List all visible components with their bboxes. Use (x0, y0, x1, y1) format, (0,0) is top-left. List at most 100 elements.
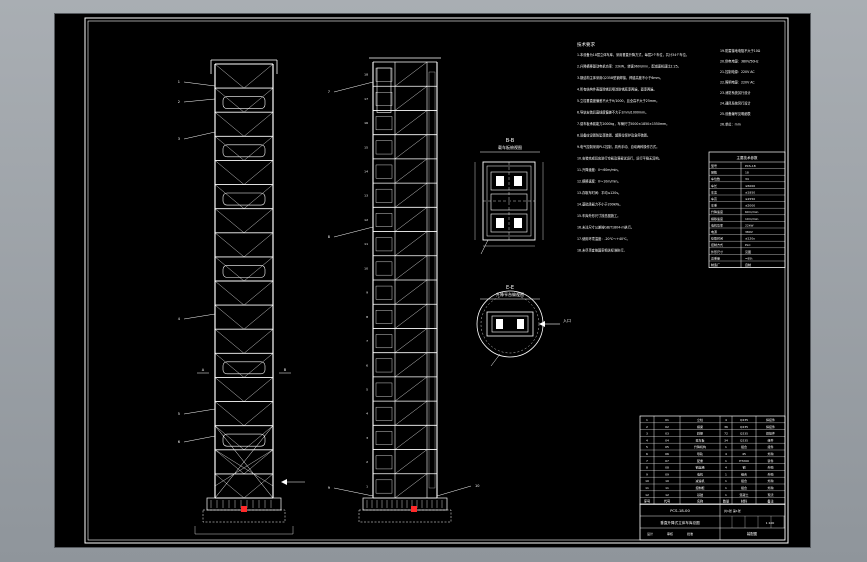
note-line: 13.存取车时间：平均≤120s。 (577, 190, 621, 195)
parking-bay (375, 479, 393, 494)
designer-field: 设计 (647, 531, 653, 536)
parts-cell: Q235 (740, 425, 748, 429)
marker-icon (411, 506, 417, 512)
callout-number: 6 (178, 440, 180, 444)
parts-cell: 铸件 (767, 458, 773, 463)
parts-cell: 2 (646, 425, 648, 429)
note-line: 4.所有结构件表面除锈后喷涂防锈底漆两遍，面漆两遍。 (577, 87, 657, 92)
param-value: 见图 (745, 250, 751, 254)
parts-cell: 1 (725, 479, 727, 483)
callout-number: 8 (328, 235, 330, 239)
parts-cell: 组件 (767, 437, 773, 442)
callout-number: 2 (178, 100, 180, 104)
parts-cell: 斜撑 (697, 431, 703, 436)
note-line: 11.升降速度：0～60m/min。 (577, 167, 621, 172)
callout-number: 7 (328, 90, 330, 94)
parts-cell: 外购 (767, 451, 773, 456)
parts-cell: 72 (724, 432, 728, 436)
parking-bay (375, 285, 393, 300)
param-value: ≤5000 (745, 184, 755, 188)
parking-bay (375, 164, 393, 179)
floor-number: 13 (364, 194, 368, 198)
param-value: 自制 (745, 262, 751, 267)
parts-cell: 4 (646, 438, 648, 442)
parts-header: 数量 (723, 499, 730, 504)
floor-number: 15 (364, 145, 368, 149)
parts-cell: 5 (646, 445, 648, 449)
section-bb-caption: 载车板俯视图 (498, 144, 522, 150)
callout-number: 4 (178, 317, 181, 321)
parts-cell: 12 (645, 493, 649, 497)
note-line: 15.车库外形尺寸按总图施工。 (577, 213, 620, 218)
param-value: 34 (745, 177, 749, 181)
floor-number: 4 (366, 412, 368, 416)
param-name: 电机功率 (711, 222, 723, 227)
parts-cell: 横梁 (697, 424, 703, 429)
parts-cell: 06 (665, 452, 669, 456)
param-value: 60m/min (745, 210, 759, 214)
section-marker-b: B (284, 368, 287, 372)
parking-bay (375, 310, 393, 324)
parts-cell: 7 (646, 459, 648, 463)
parts-cell: Q235 (740, 438, 748, 442)
marker-icon (241, 506, 247, 512)
parking-bay (375, 431, 393, 445)
parking-bay (375, 334, 393, 349)
floor-number: 6 (366, 363, 368, 367)
param-value: ≤1850 (745, 190, 755, 194)
parts-header: 序号 (644, 499, 650, 504)
parts-cell: 4 (725, 466, 727, 470)
parts-cell: 10 (665, 479, 669, 483)
parts-header: 材料 (741, 499, 748, 504)
car-silhouette (222, 96, 266, 109)
parts-cell: 外购 (767, 471, 773, 476)
note-line: 22.照明电源：220V AC (720, 80, 755, 85)
parts-cell: 电机 (697, 471, 703, 476)
parts-cell: 升降机构 (694, 444, 706, 449)
note-line: 10.安装完成后应进行空载及满载试运行，运行平稳无异响。 (577, 156, 662, 161)
technical-notes: 技术要求 1.本设备为18层立体车库，采用垂直升降方式，每层2个车位，共计34个… (577, 41, 689, 253)
floor-number: 12 (364, 218, 368, 222)
parts-cell: Q235 (740, 432, 748, 436)
param-value: PCS-18 (745, 164, 756, 168)
parts-cell: 6 (646, 452, 648, 456)
parts-cell: 外购 (767, 485, 773, 490)
parts-cell: 05 (665, 445, 669, 449)
parts-cell: HT200 (739, 459, 749, 463)
notes-title: 技术要求 (577, 41, 595, 48)
floor-number: 7 (366, 339, 368, 343)
floor-number: 8 (366, 315, 368, 319)
callout-number: 5 (178, 412, 180, 416)
parts-cell: 02 (665, 425, 669, 429)
parts-cell: 组合 (741, 444, 747, 449)
param-value: ≤120s (745, 237, 755, 241)
title-block-frame (639, 503, 786, 541)
callout-number: 9 (328, 486, 330, 490)
param-name: 车重 (711, 203, 717, 208)
parts-cell: 组件 (767, 444, 773, 449)
note-line: 9.电气控制采用PLC控制，具有手动、自动两种操作方式。 (577, 144, 659, 149)
foundation (362, 497, 448, 511)
parking-bay (375, 213, 393, 227)
car-silhouette (222, 144, 266, 158)
param-value: ≤2000 (745, 204, 755, 208)
section-ee-plan-view: E-E 升降平台俯视图 入口 (476, 285, 571, 367)
floor-number: 1 (366, 484, 368, 488)
entrance-label: 入口 (563, 318, 571, 323)
param-name: 外形尺寸 (711, 249, 723, 254)
drawing-type: 装配图 (747, 531, 758, 536)
drawing-title: 垂直升降式立体车库总图 (660, 520, 700, 525)
parking-bay (375, 92, 393, 106)
parts-cell: 基础 (697, 492, 703, 497)
parts-cell: 导轨 (697, 451, 703, 456)
parts-cell: 07 (665, 459, 669, 463)
parts-cell: 1 (725, 459, 727, 463)
parts-cell: 焊接件 (766, 424, 775, 429)
parts-cell: 12 (665, 493, 669, 497)
param-value: PLC (745, 243, 751, 247)
param-name: 车位数 (711, 176, 720, 181)
parts-cell: Q235 (740, 418, 748, 422)
